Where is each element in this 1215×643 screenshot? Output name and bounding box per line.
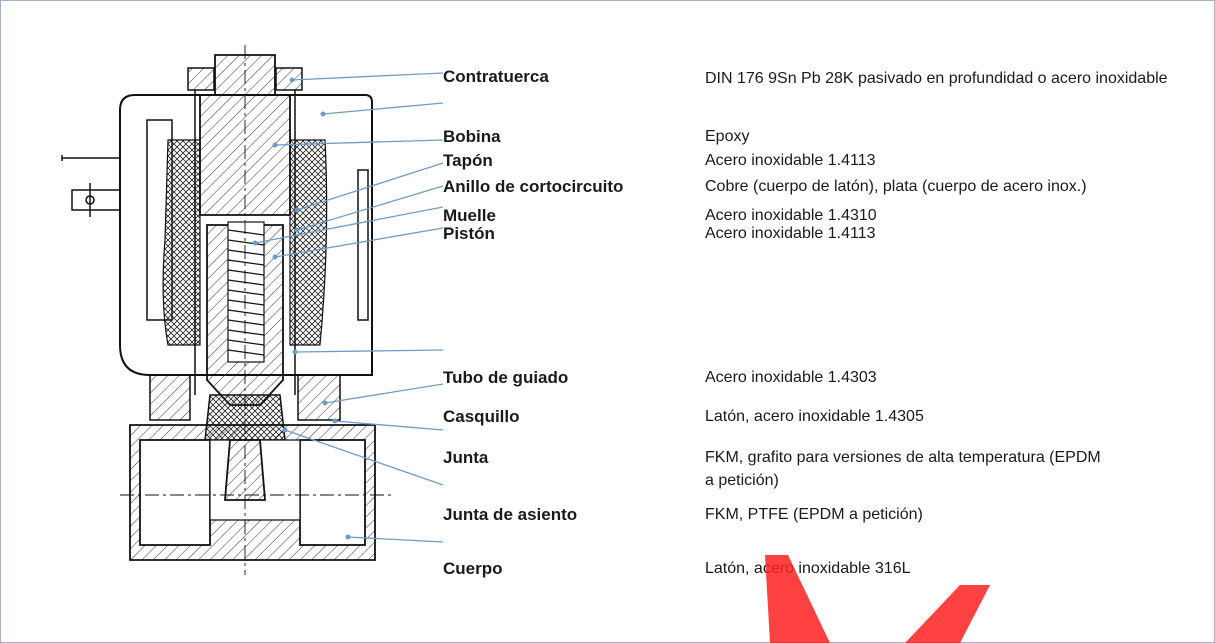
part-label-tapon: Tapón [443, 151, 493, 170]
connector-pins [61, 155, 121, 217]
locknut [187, 67, 303, 91]
leader-dots [252, 77, 351, 540]
plug-stop [199, 54, 291, 216]
part-material-tapon: Acero inoxidable 1.4113 [705, 152, 876, 169]
spring [227, 221, 265, 363]
part-label-tubo-guiado: Tubo de guiado [443, 368, 569, 387]
part-label-cuerpo: Cuerpo [443, 559, 503, 578]
part-label-casquillo: Casquillo [443, 407, 520, 426]
valve-body [129, 424, 376, 561]
part-label-piston: Pistón [443, 224, 495, 243]
part-material-tubo-guiado: Acero inoxidable 1.4303 [705, 369, 877, 386]
leader-lines [254, 72, 444, 543]
part-material-muelle: Acero inoxidable 1.4310 [705, 207, 877, 224]
centerlines [120, 45, 395, 575]
part-material-junta: FKM, grafito para versiones de alta temp… [705, 449, 1101, 489]
part-label-contratuerca: Contratuerca [443, 67, 549, 86]
part-material-cuerpo: Latón, acero inoxidable 316L [705, 560, 911, 577]
part-label-anillo: Anillo de cortocircuito [443, 177, 624, 196]
part-label-junta-asiento: Junta de asiento [443, 505, 578, 524]
part-material-bobina: Epoxy [705, 128, 750, 145]
part-material-anillo: Cobre (cuerpo de latón), plata (cuerpo d… [705, 178, 1087, 195]
bushing [149, 374, 341, 421]
part-label-bobina: Bobina [443, 127, 501, 146]
part-material-casquillo: Latón, acero inoxidable 1.4305 [705, 408, 924, 425]
coil-winding [162, 139, 328, 346]
part-label-junta: Junta [443, 448, 489, 467]
coil-housing [119, 94, 373, 376]
part-material-contratuerca: DIN 176 9Sn Pb 28K pasivado en profundid… [705, 70, 1168, 87]
part-label-muelle: Muelle [443, 206, 496, 225]
guide-tube [194, 90, 296, 395]
part-material-junta-asiento: FKM, PTFE (EPDM a petición) [705, 506, 923, 523]
part-material-piston: Acero inoxidable 1.4113 [705, 225, 876, 242]
